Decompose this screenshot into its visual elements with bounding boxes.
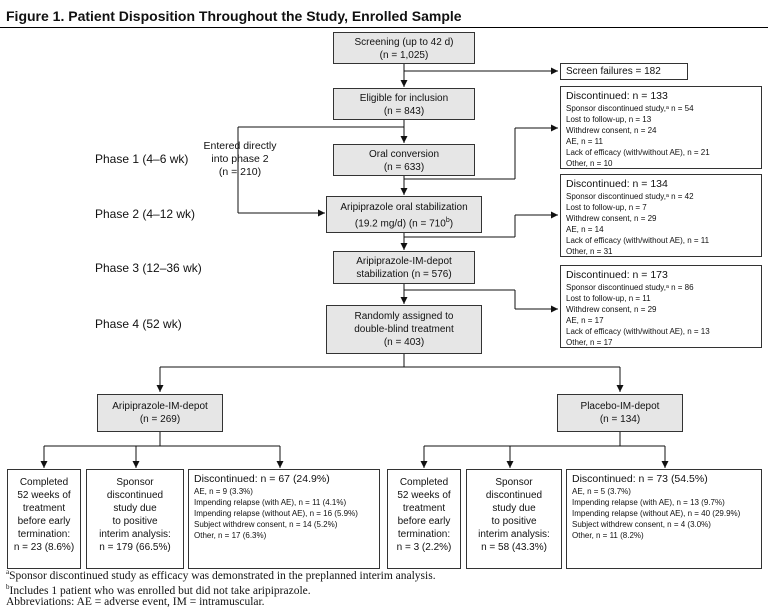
phase-1-label: Phase 1 (4–6 wk) — [95, 152, 189, 166]
footnote-b: bIncludes 1 patient who was enrolled but… — [6, 583, 311, 597]
arm-placebo-box: Placebo-IM-depot (n = 134) — [557, 394, 683, 432]
discontinued-box-phase1: Discontinued: n = 133 Sponsor discontinu… — [560, 86, 762, 169]
phase-2-label: Phase 2 (4–12 wk) — [95, 207, 196, 221]
placebo-completed-box: Completed 52 weeks of treatment before e… — [387, 469, 461, 569]
screening-box: Screening (up to 42 d) (n = 1,025) — [333, 32, 475, 64]
randomized-box: Randomly assigned to double-blind treatm… — [326, 305, 482, 354]
phase-3-label: Phase 3 (12–36 wk) — [95, 261, 202, 275]
discontinued-box-phase3: Discontinued: n = 173 Sponsor discontinu… — [560, 265, 762, 348]
phase-4-label: Phase 4 (52 wk) — [95, 317, 182, 331]
oral-stabilization-box: Aripiprazole oral stabilization (19.2 mg… — [326, 196, 482, 233]
active-sponsor-discontinued-box: Sponsor discontinued study due to positi… — [86, 469, 184, 569]
placebo-discontinued-box: Discontinued: n = 73 (54.5%) AE, n = 5 (… — [566, 469, 762, 569]
arm-aripiprazole-box: Aripiprazole-IM-depot (n = 269) — [97, 394, 223, 432]
direct-entry-note: Entered directly into phase 2 (n = 210) — [203, 140, 277, 178]
active-completed-box: Completed 52 weeks of treatment before e… — [7, 469, 81, 569]
footnote-a: aSponsor discontinued study as efficacy … — [6, 568, 436, 582]
active-discontinued-box: Discontinued: n = 67 (24.9%) AE, n = 9 (… — [188, 469, 380, 569]
figure-title: Figure 1. Patient Disposition Throughout… — [6, 8, 462, 24]
footnote-abbreviations: Abbreviations: AE = adverse event, IM = … — [6, 596, 265, 608]
discontinued-box-phase2: Discontinued: n = 134 Sponsor discontinu… — [560, 174, 762, 257]
eligible-box: Eligible for inclusion (n = 843) — [333, 88, 475, 120]
im-depot-stabilization-box: Aripiprazole-IM-depot stabilization (n =… — [333, 251, 475, 284]
title-rule — [0, 27, 768, 28]
screen-failures-box: Screen failures = 182 — [560, 63, 688, 80]
placebo-sponsor-discontinued-box: Sponsor discontinued study due to positi… — [466, 469, 562, 569]
oral-conversion-box: Oral conversion (n = 633) — [333, 144, 475, 176]
